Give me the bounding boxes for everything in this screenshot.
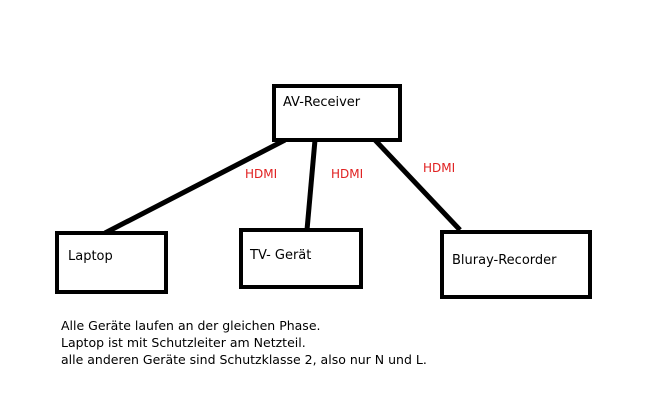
edge-line-tv (304, 139, 318, 231)
node-laptop-box (55, 231, 168, 294)
node-tv-label: TV- Gerät (249, 248, 311, 263)
edge-label-laptop: HDMI (245, 167, 277, 181)
note-line-2: Laptop ist mit Schutzleiter am Netzteil. (61, 335, 306, 350)
note-line-1: Alle Geräte laufen an der gleichen Phase… (61, 318, 321, 333)
note-line-3: alle anderen Geräte sind Schutzklasse 2,… (61, 352, 427, 367)
node-tv-box (239, 228, 363, 289)
edge-label-bluray: HDMI (423, 161, 455, 175)
edge-label-tv: HDMI (331, 167, 363, 181)
node-receiver-box (272, 84, 402, 142)
node-receiver-label: AV-Receiver (283, 95, 361, 110)
edge-line-laptop (103, 137, 287, 236)
node-laptop-label: Laptop (68, 249, 113, 264)
node-bluray-label: Bluray-Recorder (452, 253, 557, 268)
node-bluray-box (440, 230, 592, 299)
edge-line-bluray (373, 138, 462, 232)
